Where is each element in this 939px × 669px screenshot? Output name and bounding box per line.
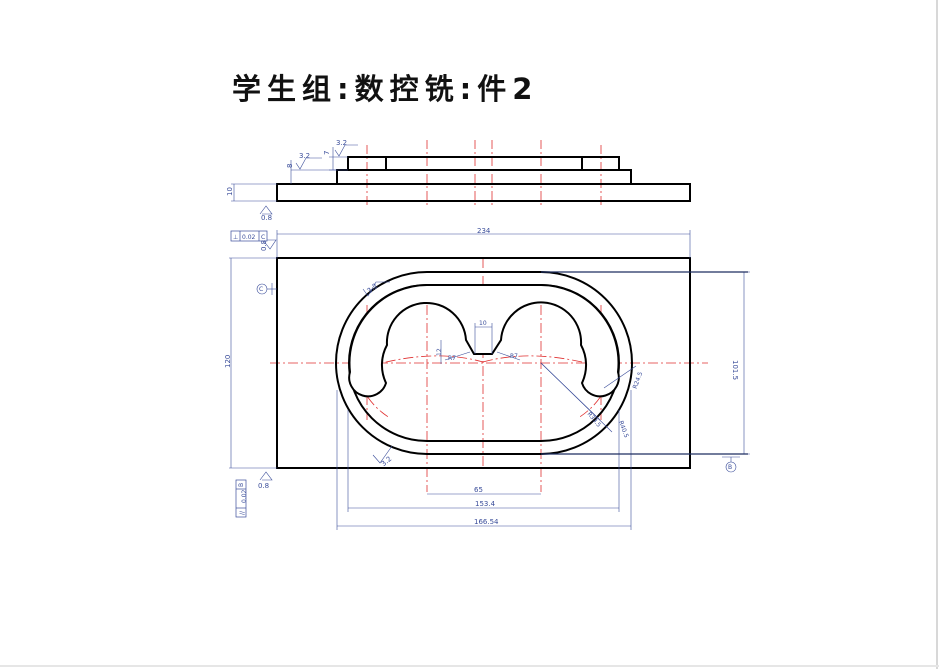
sheet-border-right (936, 0, 938, 669)
dim-10: 10 (479, 320, 487, 327)
dim-r7-right: R7 (510, 353, 518, 360)
dim-r7-left: R7 (448, 355, 456, 362)
dim-101-5: 101.5 (731, 360, 739, 380)
roughness-0-8-b: 0.8 (260, 240, 268, 251)
top-view: ⊥ 0.02 C 0.02 B // 234 120 101.5 65 153.… (224, 227, 750, 530)
plate-outline (276, 257, 691, 469)
roughness-0-8-a: 0.8 (261, 214, 272, 222)
roughness-3-2-d: 3.2 (380, 455, 394, 468)
side-view-dims (231, 144, 358, 215)
dim-65: 65 (474, 486, 483, 494)
dim-r24-5: R24.5 (632, 371, 645, 390)
drawing-title: 学生组:数控铣:件2 (232, 72, 539, 106)
sheet-border-bottom (0, 665, 939, 667)
dim-thickness-10: 10 (226, 187, 234, 196)
perp-symbol: ⊥ (233, 234, 238, 241)
dim-153-4: 153.4 (475, 500, 496, 508)
top-view-dims (229, 230, 750, 530)
side-view-outline (276, 156, 691, 202)
perp-tolerance-datum: C (261, 234, 265, 241)
dim-step-8: 8 (286, 164, 294, 168)
dim-12: 12 (436, 348, 443, 356)
datum-b-label: B (728, 464, 732, 471)
dim-234: 234 (477, 227, 491, 235)
dim-166-54: 166.54 (474, 518, 499, 526)
parallel-tolerance-value: 0.02 (241, 489, 248, 503)
dim-120: 120 (224, 355, 232, 368)
c-shaped-boss (348, 284, 620, 398)
parallel-symbol: // (239, 510, 246, 515)
datum-c-label: C (259, 286, 263, 293)
side-view: 10 8 7 3.2 3.2 0.8 (226, 139, 691, 222)
roughness-3-2-a: 3.2 (299, 152, 310, 160)
roughness-3-2-b: 3.2 (336, 139, 347, 147)
perp-tolerance-value: 0.02 (242, 234, 256, 241)
top-view-extension-lines (541, 271, 748, 455)
parallel-tolerance-datum: B (238, 483, 245, 487)
roughness-0-8-c: 0.8 (258, 482, 269, 490)
tolerance-frames (230, 230, 268, 518)
dim-step-7: 7 (323, 151, 331, 155)
side-view-centerlines (366, 140, 602, 208)
